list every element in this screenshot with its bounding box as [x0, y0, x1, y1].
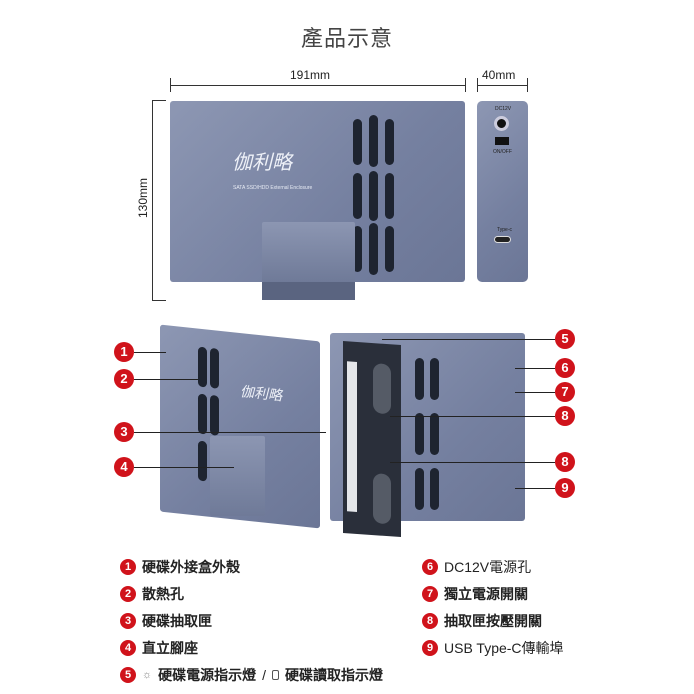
depth-dim-line: [477, 85, 527, 86]
stand: [262, 222, 355, 282]
dim-tick: [152, 300, 166, 301]
brand-logo: 伽利略: [240, 383, 282, 404]
height-dim-line: [152, 100, 153, 300]
width-label: 191mm: [290, 68, 331, 82]
usb-c-port: [494, 236, 511, 243]
stand: [210, 436, 265, 516]
dim-tick: [152, 100, 166, 101]
callout-1: 1: [114, 342, 134, 362]
dim-tick: [170, 78, 171, 92]
dc-port: [494, 116, 509, 131]
callout-3: 3: [114, 422, 134, 442]
usb-label: Type-c: [497, 227, 513, 233]
height-label: 130mm: [136, 178, 150, 219]
power-switch[interactable]: [495, 137, 509, 145]
callout-2: 2: [114, 369, 134, 389]
dim-tick: [477, 78, 478, 92]
callout-8b: 8: [555, 452, 575, 472]
switch-label: ON/OFF: [493, 149, 512, 155]
dim-tick: [465, 78, 466, 92]
page-title: 產品示意: [300, 26, 393, 51]
callout-7: 7: [555, 382, 575, 402]
callout-9: 9: [555, 478, 575, 498]
width-dim-line: [170, 85, 465, 86]
drive-icon: [271, 670, 279, 680]
enclosure-side-view: DC12V ON/OFF Type-c: [477, 101, 528, 282]
callout-4: 4: [114, 457, 134, 477]
tray-button[interactable]: [373, 473, 391, 525]
dim-tick: [527, 78, 528, 92]
brand-logo: 伽利略: [232, 152, 292, 174]
callout-8: 8: [555, 406, 575, 426]
tray-side: [347, 361, 357, 512]
legend-item-5: 5☼硬碟電源指示燈/硬碟讀取指示燈: [120, 666, 383, 684]
light-icon: ☼: [142, 669, 153, 681]
drive-tray: [343, 340, 401, 538]
product-subtitle: SATA SSD/HDD External Enclosure: [233, 185, 313, 191]
dc-label: DC12V: [495, 106, 512, 112]
depth-label: 40mm: [482, 68, 516, 82]
callout-5: 5: [555, 329, 575, 349]
stand-base: [262, 282, 355, 300]
tray-button[interactable]: [373, 363, 391, 415]
callout-6: 6: [555, 358, 575, 378]
